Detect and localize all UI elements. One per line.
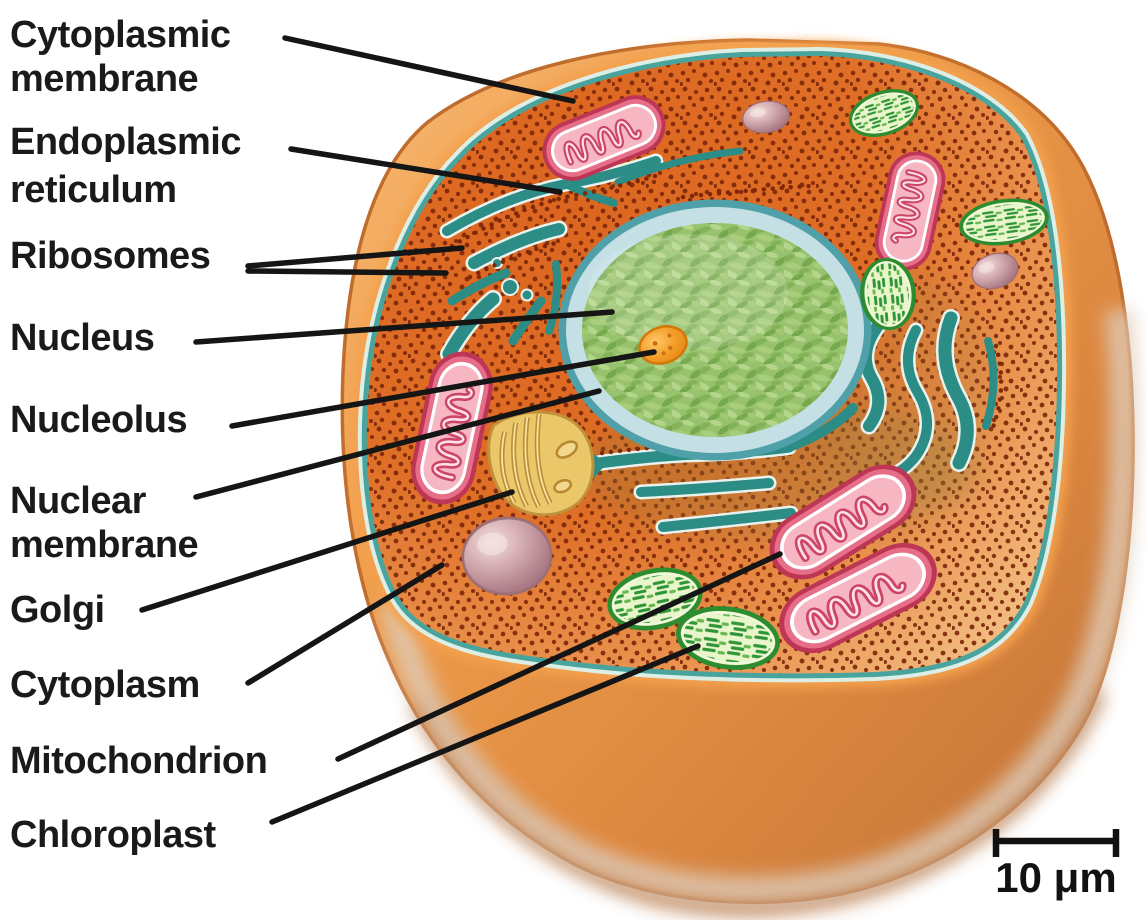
golgi-cisternae-folds: [499, 413, 553, 508]
leader-line-nucleus: [193, 309, 615, 345]
label-mitochondrion: Mitochondrion: [10, 740, 267, 782]
nucleus-texture: [582, 223, 848, 437]
leader-lines: [139, 35, 783, 825]
organelle-labels: Cytoplasmic membrane Endoplasmic reticul…: [10, 14, 268, 856]
leader-line-endoplasmic-reticulum: [288, 146, 563, 195]
label-nuclear-membrane-line1: Nuclear: [10, 480, 147, 522]
nuclear-membrane-shape: [558, 199, 872, 461]
label-cytoplasmic-membrane-line1: Cytoplasmic: [10, 14, 231, 56]
leader-line-chloroplast: [269, 643, 701, 825]
label-ribosomes: Ribosomes: [10, 235, 210, 277]
scale-bar: 10 μm: [992, 829, 1120, 901]
label-nuclear-membrane-line2: membrane: [10, 524, 198, 566]
leader-line-ribosomes-2: [245, 268, 449, 276]
golgi-vacuole-hole: [555, 440, 579, 459]
leader-line-nucleolus: [229, 349, 657, 429]
label-chloroplast: Chloroplast: [10, 814, 216, 856]
scale-bar-label: 10 μm: [995, 854, 1116, 901]
label-endoplasmic-reticulum-line2: reticulum: [10, 169, 177, 211]
nucleus-shape: [558, 199, 872, 461]
golgi-shape: [487, 410, 595, 517]
leader-line-golgi: [139, 489, 515, 613]
label-endoplasmic-reticulum-line1: Endoplasmic: [10, 121, 241, 163]
label-nucleolus: Nucleolus: [10, 399, 187, 441]
cell-wall-sheen-band: [379, 308, 1137, 903]
label-nucleus: Nucleus: [10, 317, 154, 359]
label-golgi: Golgi: [10, 589, 105, 631]
golgi-vacuole-hole: [553, 478, 573, 494]
leader-line-cytoplasm: [245, 562, 445, 686]
label-cytoplasm: Cytoplasm: [10, 664, 200, 706]
nucleus-highlight: [588, 234, 788, 350]
leader-line-ribosomes-1: [245, 245, 465, 269]
label-cytoplasmic-membrane-line2: membrane: [10, 58, 198, 100]
leader-line-nuclear-membrane: [193, 388, 602, 500]
leader-line-mitochondrion: [335, 551, 783, 762]
leader-line-cytoplasmic-membrane: [282, 35, 576, 104]
